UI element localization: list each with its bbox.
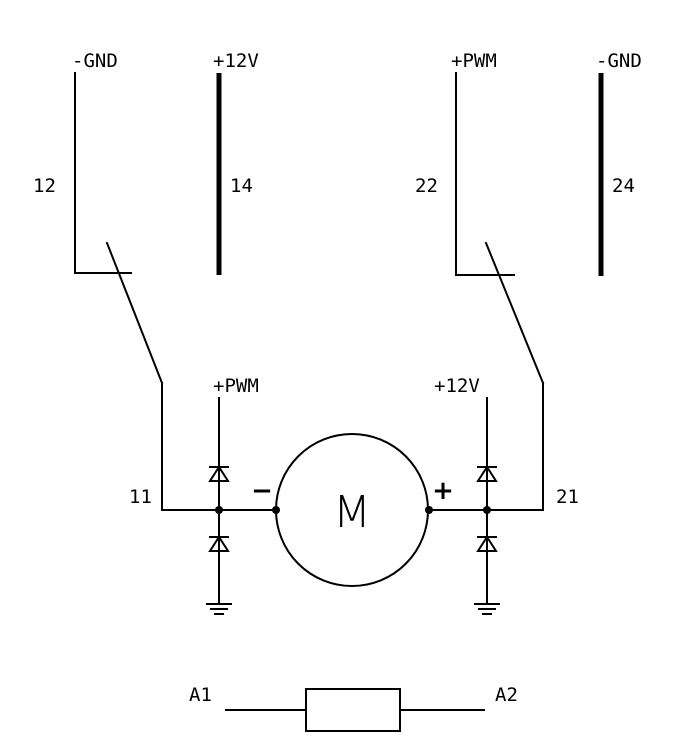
motor-right-node xyxy=(425,506,433,514)
contact-group-1: -GND +12V 12 14 11 xyxy=(33,50,276,511)
label-left-pwm: +PWM xyxy=(213,375,259,397)
label-pwm-22: +PWM xyxy=(451,50,497,72)
left-junction-dot xyxy=(215,506,223,514)
diode-left-lower xyxy=(208,535,230,552)
ground-left-icon xyxy=(206,603,232,615)
pin-11-label: 11 xyxy=(129,486,152,508)
label-right-12v: +12V xyxy=(434,375,480,397)
diode-left-upper xyxy=(208,465,230,482)
coil-a1-label: A1 xyxy=(189,684,212,706)
motor: M − + xyxy=(251,433,454,587)
right-diode-branch: +12V xyxy=(434,375,500,615)
right-junction-dot xyxy=(483,506,491,514)
motor-plus-terminal: + xyxy=(432,476,454,506)
nc-contact-12 xyxy=(74,72,132,274)
pin-21-label: 21 xyxy=(556,486,579,508)
left-diode-branch: +PWM xyxy=(206,375,259,615)
switch-blade-21 xyxy=(484,241,545,385)
common-wire-11 xyxy=(161,382,276,511)
label-gnd-24: -GND xyxy=(596,50,642,72)
relay-coil: A1 A2 xyxy=(189,684,518,732)
motor-minus-terminal: − xyxy=(251,476,273,506)
coil-body xyxy=(305,688,401,732)
pin-24-label: 24 xyxy=(612,175,635,197)
coil-a2-label: A2 xyxy=(495,684,518,706)
motor-symbol: M xyxy=(333,487,371,538)
pin-14-label: 14 xyxy=(230,175,253,197)
diode-right-lower xyxy=(476,535,498,552)
motor-left-node xyxy=(272,506,280,514)
contact-group-2: +PWM -GND 22 24 21 xyxy=(415,50,642,511)
pin-22-label: 22 xyxy=(415,175,438,197)
switch-blade-11 xyxy=(105,241,164,385)
ground-right-icon xyxy=(474,603,500,615)
common-wire-21 xyxy=(428,382,544,511)
diode-right-upper xyxy=(476,465,498,482)
label-12v-14: +12V xyxy=(213,50,259,72)
pin-12-label: 12 xyxy=(33,175,56,197)
label-gnd-12: -GND xyxy=(72,50,118,72)
nc-contact-22 xyxy=(455,72,515,276)
